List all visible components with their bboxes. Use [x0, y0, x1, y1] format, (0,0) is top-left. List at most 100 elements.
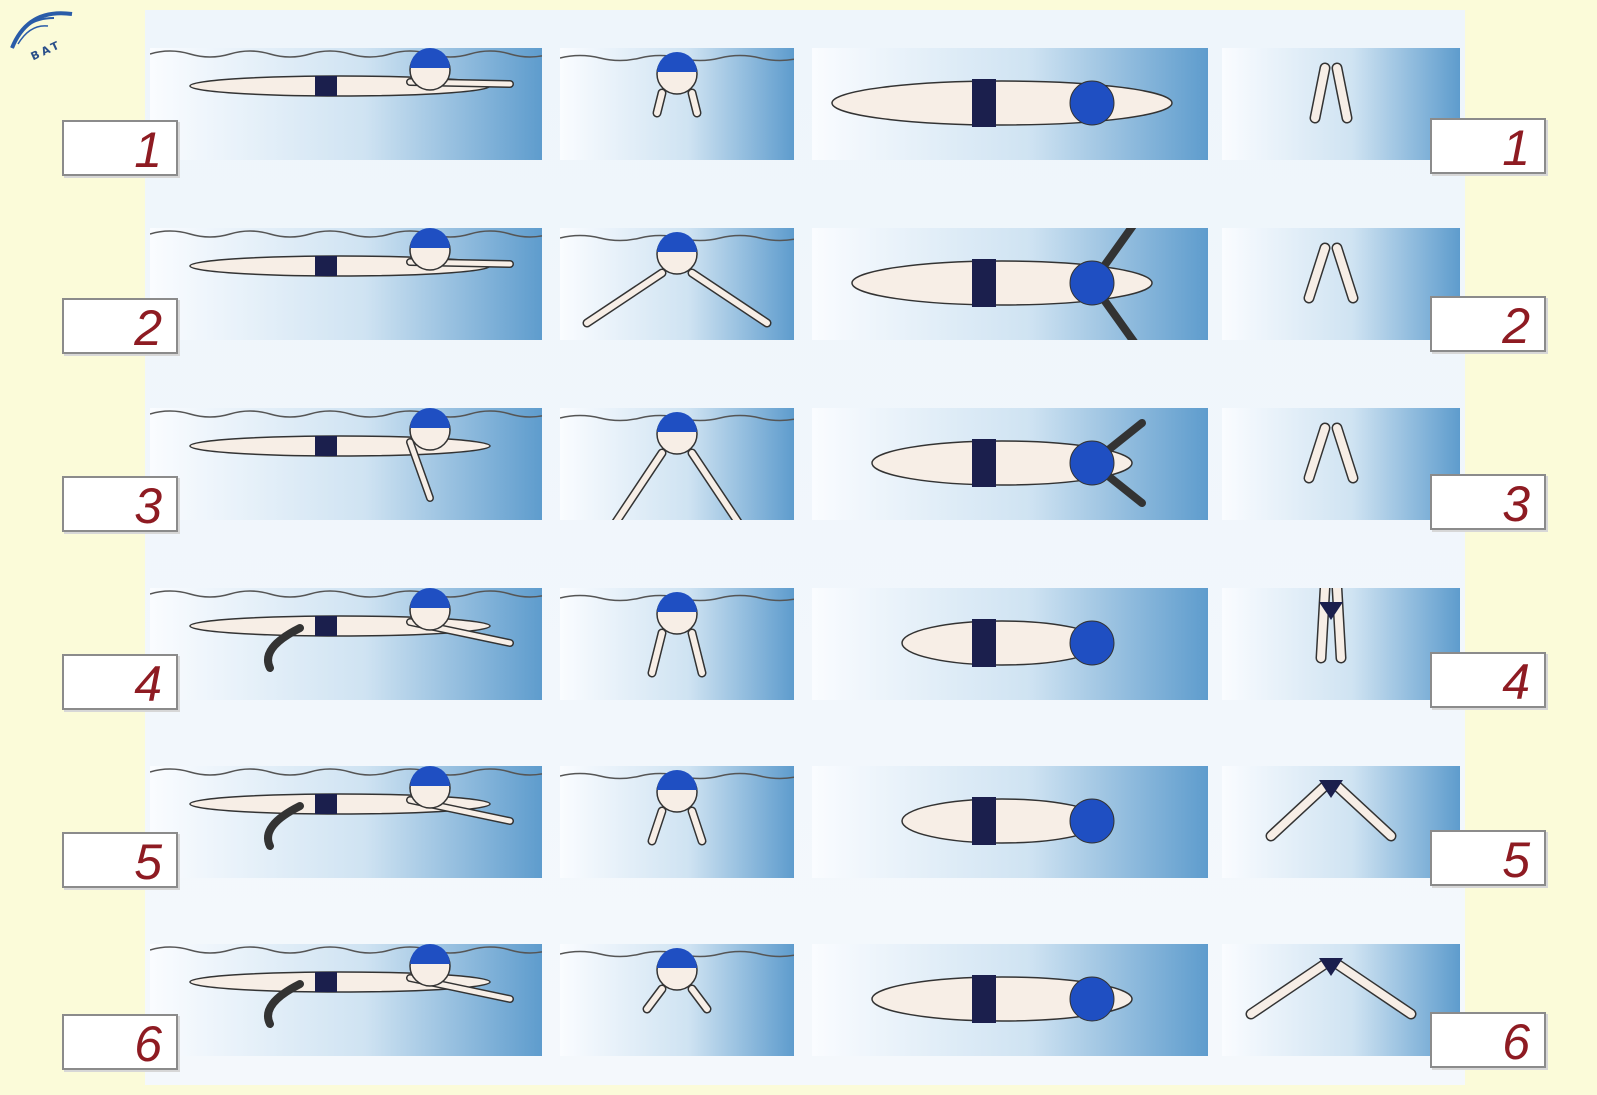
swim-trunks — [315, 256, 337, 276]
step-number-right-1: 1 — [1430, 118, 1546, 174]
panel-legs-1 — [1222, 48, 1460, 160]
panel-front-3 — [560, 408, 794, 520]
swim-cap — [1070, 977, 1114, 1021]
swimmer-leg-fill — [1315, 68, 1325, 118]
panel-legs-5 — [1222, 766, 1460, 878]
panel-side-1 — [150, 48, 542, 160]
step-number-right-2: 2 — [1430, 296, 1546, 352]
swimmer-top-figure — [812, 48, 1208, 160]
water-line — [150, 51, 542, 57]
panel-top-1 — [812, 48, 1208, 160]
water-line — [150, 769, 542, 775]
panel-side-2 — [150, 228, 542, 340]
swim-trunks — [315, 436, 337, 456]
panel-top-3 — [812, 408, 1208, 520]
publisher-logo: BAT — [8, 4, 88, 74]
water-line — [150, 411, 542, 417]
swimmer-side-figure — [150, 408, 542, 520]
swimmer-legs-figure — [1222, 228, 1460, 340]
panel-legs-4 — [1222, 588, 1460, 700]
step-number-right-3: 3 — [1430, 474, 1546, 530]
step-number-label: 4 — [134, 656, 162, 712]
swim-trunks — [972, 797, 996, 845]
step-number-left-5: 5 — [62, 832, 178, 888]
panel-front-4 — [560, 588, 794, 700]
swim-trunks — [972, 975, 996, 1023]
swimmer-front-figure — [560, 48, 794, 160]
swimmer-arm-fill — [602, 453, 662, 520]
swimmer-legs-figure — [1222, 48, 1460, 160]
step-number-label: 2 — [1502, 298, 1530, 354]
swim-cap — [1070, 81, 1114, 125]
swim-trunks — [972, 259, 996, 307]
step-number-left-1: 1 — [62, 120, 178, 176]
panel-top-6 — [812, 944, 1208, 1056]
swimmer-side-figure — [150, 944, 542, 1056]
panel-legs-2 — [1222, 228, 1460, 340]
swimmer-front-figure — [560, 408, 794, 520]
step-number-label: 1 — [134, 122, 162, 178]
swimmer-leg-fill — [1337, 588, 1341, 658]
panel-legs-6 — [1222, 944, 1460, 1056]
swimmer-top-figure — [812, 944, 1208, 1056]
step-number-label: 5 — [1502, 832, 1530, 888]
swimmer-top-figure — [812, 408, 1208, 520]
swimmer-leg-fill — [1337, 964, 1411, 1014]
step-number-left-4: 4 — [62, 654, 178, 710]
step-number-right-5: 5 — [1430, 830, 1546, 886]
swim-trunks — [972, 79, 996, 127]
swimmer-leg-fill — [1337, 68, 1347, 118]
swimmer-leg-fill — [1271, 786, 1325, 836]
swim-trunks — [315, 76, 337, 96]
swimmer-top-figure — [812, 588, 1208, 700]
water-line — [150, 231, 542, 237]
step-number-label: 2 — [134, 300, 162, 356]
chart-board — [145, 10, 1465, 1085]
panel-side-4 — [150, 588, 542, 700]
panel-top-5 — [812, 766, 1208, 878]
swim-trunks — [972, 439, 996, 487]
step-number-label: 6 — [1502, 1014, 1530, 1070]
swim-trunks — [972, 619, 996, 667]
step-number-left-3: 3 — [62, 476, 178, 532]
step-number-left-2: 2 — [62, 298, 178, 354]
swimmer-arm-fill — [587, 273, 662, 323]
swimmer-legs-figure — [1222, 408, 1460, 520]
swimmer-top-figure — [812, 228, 1208, 340]
swim-cap — [1070, 621, 1114, 665]
swim-trunks — [315, 972, 337, 992]
swimmer-leg-fill — [1337, 786, 1391, 836]
step-number-left-6: 6 — [62, 1014, 178, 1070]
panel-front-1 — [560, 48, 794, 160]
swimmer-side-figure — [150, 48, 542, 160]
swimmer-leg-fill — [1321, 588, 1325, 658]
panel-top-2 — [812, 228, 1208, 340]
swimmer-legs-figure — [1222, 766, 1460, 878]
panel-side-5 — [150, 766, 542, 878]
step-number-label: 3 — [1502, 476, 1530, 532]
panel-front-6 — [560, 944, 794, 1056]
step-number-right-4: 4 — [1430, 652, 1546, 708]
swimmer-arm-fill — [692, 453, 752, 520]
swimmer-side-figure — [150, 228, 542, 340]
swimmer-arm-fill — [692, 273, 767, 323]
swim-trunks — [315, 616, 337, 636]
panel-front-5 — [560, 766, 794, 878]
panel-top-4 — [812, 588, 1208, 700]
swim-cap — [1070, 261, 1114, 305]
swimmer-front-figure — [560, 228, 794, 340]
water-line — [150, 591, 542, 597]
swimmer-leg-fill — [1251, 964, 1325, 1014]
swimmer-side-figure — [150, 766, 542, 878]
swimmer-legs-figure — [1222, 588, 1460, 700]
panel-legs-3 — [1222, 408, 1460, 520]
swim-cap — [1070, 441, 1114, 485]
panel-side-3 — [150, 408, 542, 520]
swimmer-front-figure — [560, 588, 794, 700]
swimmer-side-figure — [150, 588, 542, 700]
swimmer-front-figure — [560, 766, 794, 878]
swimmer-legs-figure — [1222, 944, 1460, 1056]
step-number-label: 5 — [134, 834, 162, 890]
step-number-right-6: 6 — [1430, 1012, 1546, 1068]
